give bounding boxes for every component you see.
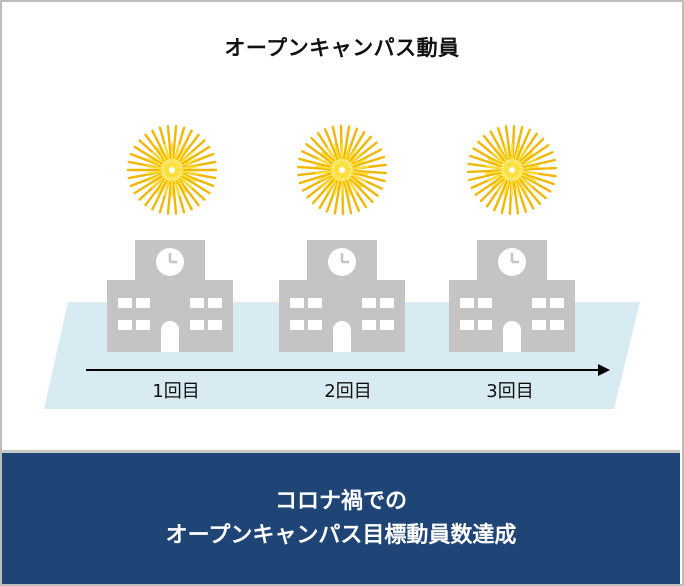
school-building-icon xyxy=(279,240,405,352)
clock-icon xyxy=(328,248,356,276)
banner-line-2: オープンキャンパス目標動員数達成 xyxy=(165,522,517,548)
scene-illustration xyxy=(44,124,640,409)
step-label-2: 2回目 xyxy=(324,381,372,402)
school-building-icon xyxy=(449,240,575,352)
step-label-3: 3回目 xyxy=(486,381,534,402)
firework-icon xyxy=(126,124,218,216)
school-building-icon xyxy=(107,240,233,352)
clock-icon xyxy=(498,248,526,276)
result-banner: コロナ禍での オープンキャンパス目標動員数達成 xyxy=(2,450,680,584)
diagram-title: オープンキャンパス動員 xyxy=(224,36,460,60)
firework-icon xyxy=(296,124,388,216)
firework-icon xyxy=(466,124,558,216)
banner-line-1: コロナ禍での xyxy=(274,488,407,514)
step-label-1: 1回目 xyxy=(152,381,200,402)
timeline-arrow-head xyxy=(598,364,610,376)
clock-icon xyxy=(156,248,184,276)
